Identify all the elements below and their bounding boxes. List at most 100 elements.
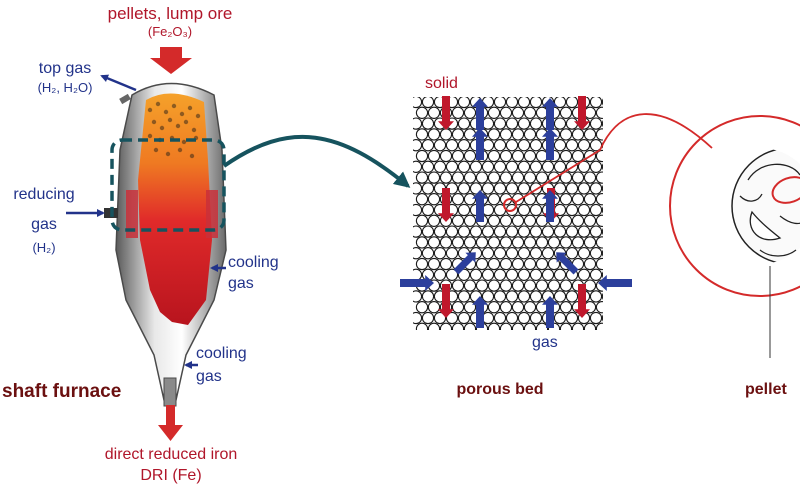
bed-particle xyxy=(601,184,603,192)
bed-particle xyxy=(469,268,483,281)
bed-particle xyxy=(463,106,477,119)
bed-particle xyxy=(439,149,453,163)
bed-particle xyxy=(511,171,525,184)
bed-particle xyxy=(583,193,597,206)
bed-particle xyxy=(415,128,429,141)
arrow-shape xyxy=(542,190,558,222)
bed-particle xyxy=(487,193,501,206)
bed-particle xyxy=(433,139,447,152)
bed-particle xyxy=(565,290,579,303)
bed-particle xyxy=(421,182,435,195)
top-gas-nozzle xyxy=(119,93,131,105)
bed-particle xyxy=(511,149,525,163)
pellet-title: pellet xyxy=(745,381,787,398)
bed-particle xyxy=(451,236,465,249)
bed-particle xyxy=(457,311,471,325)
bed-particle xyxy=(553,97,567,109)
bed-particle xyxy=(523,279,537,292)
bed-particle xyxy=(577,247,591,260)
bed-particle xyxy=(529,290,543,303)
bed-particle xyxy=(421,311,435,325)
bed-particle xyxy=(413,117,423,130)
ore-input-arrow xyxy=(150,47,192,74)
bed-particle xyxy=(499,171,513,184)
arrow-shape xyxy=(542,128,558,160)
shaft-furnace-title: shaft furnace xyxy=(2,381,122,402)
gas-flow-arrow xyxy=(472,296,488,328)
bed-particle xyxy=(481,117,495,130)
bed-particle xyxy=(413,268,423,281)
top-gas-arrow xyxy=(100,74,137,92)
bed-particle xyxy=(499,128,513,141)
arrow-shape xyxy=(556,252,579,275)
bed-particle xyxy=(565,247,579,260)
gas-flow-arrow xyxy=(542,296,558,328)
bed-particle xyxy=(577,203,591,217)
shaft-furnace xyxy=(66,47,227,441)
bed-particle xyxy=(487,257,501,271)
dri-output-label: direct reduced iron xyxy=(104,446,238,463)
bed-particle xyxy=(427,257,441,271)
bed-particle xyxy=(565,311,579,325)
gas-flow-arrow xyxy=(472,128,488,160)
bed-particle xyxy=(415,149,429,163)
bed-particle xyxy=(427,322,441,330)
bed-particle xyxy=(413,290,423,303)
gas-flow-arrow xyxy=(542,128,558,160)
gas-flow-label: gas xyxy=(532,334,558,351)
bed-particle xyxy=(451,171,465,184)
bed-particle xyxy=(427,301,441,314)
dri-output-arrow xyxy=(158,405,183,441)
bed-particle xyxy=(499,149,513,163)
bed-particle xyxy=(608,323,619,334)
bed-particle xyxy=(559,214,573,227)
bed-particle xyxy=(415,193,429,206)
bed-particle xyxy=(505,268,519,281)
arrow-shape xyxy=(542,296,558,328)
top-gas-formula: (H₂, H₂O) xyxy=(37,80,93,95)
bed-particle xyxy=(427,128,441,141)
gas-inlet-arrow xyxy=(598,275,632,291)
bed-particle xyxy=(608,302,619,313)
bed-particle xyxy=(451,106,465,119)
bed-particle xyxy=(523,257,537,271)
bed-particle xyxy=(481,160,495,173)
bed-particle xyxy=(535,171,549,184)
bed-particle xyxy=(535,322,549,330)
bed-particle xyxy=(469,225,483,238)
bed-particle xyxy=(535,236,549,249)
bed-particle xyxy=(511,214,525,227)
bed-particle xyxy=(523,214,537,227)
bed-particle xyxy=(601,120,603,128)
bed-particle xyxy=(433,225,447,238)
bed-particle xyxy=(511,128,525,141)
gas-bustle-right xyxy=(206,190,218,238)
arrow-shape xyxy=(472,128,488,160)
highlighted-pellet xyxy=(503,198,517,212)
bed-particle xyxy=(529,97,543,109)
bed-particle xyxy=(595,128,603,141)
bed-particle xyxy=(487,236,501,249)
bed-particle xyxy=(487,171,501,184)
gas-flow-arrow xyxy=(472,98,488,130)
solid-flow-arrow xyxy=(438,284,454,318)
bed-particle xyxy=(445,247,459,260)
bed-particle xyxy=(601,292,603,300)
bed-particle xyxy=(451,214,465,227)
bed-particle xyxy=(529,247,543,260)
ore-particle xyxy=(177,147,183,153)
bed-particle xyxy=(451,193,465,206)
bed-particle xyxy=(535,257,549,271)
bed-particle xyxy=(559,279,573,292)
bed-particle xyxy=(577,182,591,195)
bed-particle xyxy=(601,228,603,236)
bed-particle xyxy=(427,171,441,184)
bed-particle xyxy=(413,203,423,217)
bed-particle xyxy=(493,182,507,195)
bed-particle xyxy=(415,322,429,330)
bed-particle xyxy=(547,236,561,249)
bed-particle xyxy=(571,128,585,141)
bed-particle xyxy=(421,139,435,152)
bed-particle xyxy=(427,193,441,206)
bed-particle xyxy=(415,171,429,184)
